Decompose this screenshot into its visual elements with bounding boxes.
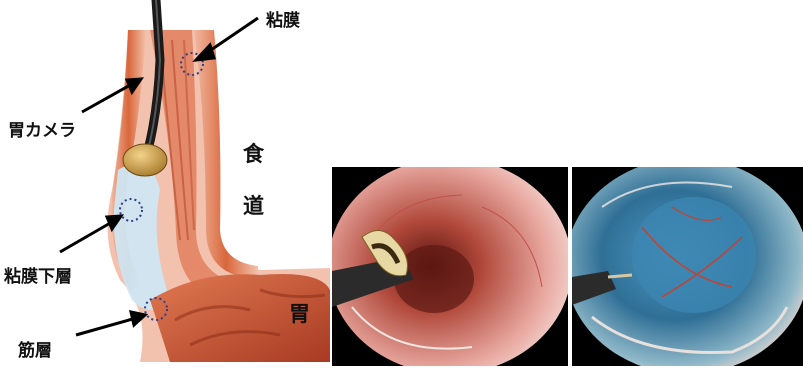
gastroscope-tip	[123, 144, 167, 176]
endoscopic-photo-2	[572, 167, 803, 366]
label-mucosa: 粘膜	[266, 6, 300, 31]
label-esophagus: 食 道	[243, 128, 264, 232]
endoscopic-photo-1	[332, 167, 568, 366]
label-gastroscope: 胃カメラ	[8, 116, 76, 141]
label-muscle: 筋層	[18, 336, 52, 361]
label-stomach: 胃	[289, 298, 310, 328]
label-submucosa: 粘膜下層	[4, 262, 72, 287]
esophagus-illustration	[0, 0, 330, 370]
